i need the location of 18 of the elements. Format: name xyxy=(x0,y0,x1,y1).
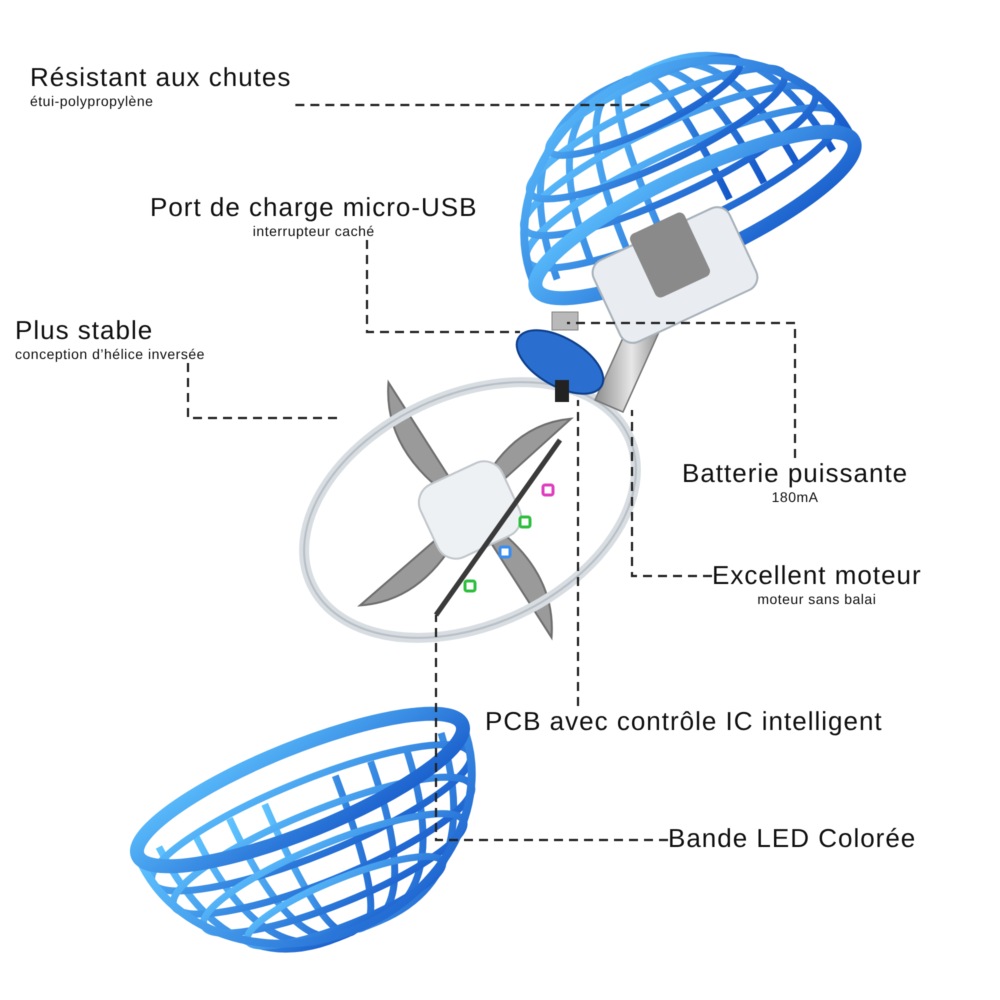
callout-title: Excellent moteur xyxy=(712,560,922,590)
leader-line xyxy=(295,104,650,106)
callout-subtitle: étui-polypropylène xyxy=(30,92,154,110)
leader-line xyxy=(434,615,668,842)
callout-title: Port de charge micro-USB xyxy=(150,192,478,222)
callout-title: Résistant aux chutes xyxy=(30,62,292,92)
leader-line xyxy=(576,400,580,706)
callout-subtitle: conception d’hélice inversée xyxy=(15,345,205,363)
callout-subtitle: interrupteur caché xyxy=(252,222,375,240)
callout-title: PCB avec contrôle IC intelligent xyxy=(485,706,883,736)
leader-line xyxy=(630,410,712,578)
leader-line xyxy=(567,322,796,458)
callout-title: Plus stable xyxy=(15,315,154,345)
leader-line xyxy=(366,240,520,334)
callout-title: Bande LED Colorée xyxy=(668,823,916,853)
callout-subtitle: 180mA xyxy=(772,488,818,506)
callout-title: Batterie puissante xyxy=(682,458,908,488)
callout-subtitle: moteur sans balai xyxy=(757,590,876,608)
